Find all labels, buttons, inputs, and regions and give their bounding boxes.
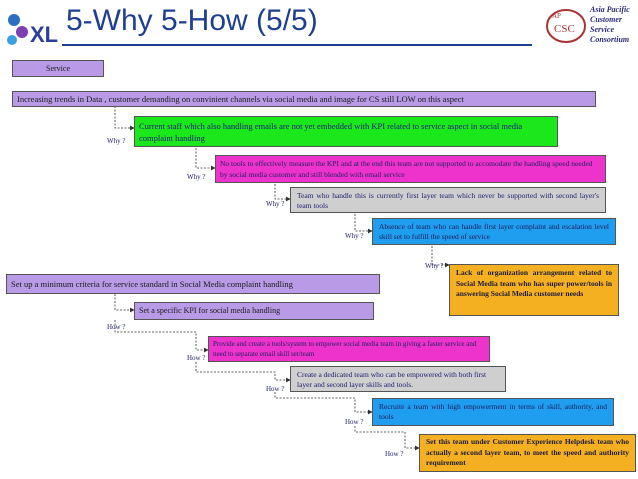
how-answer-first: Set a specific KPI for social media hand… xyxy=(134,302,374,320)
how-connector-1 xyxy=(114,294,135,313)
how-connector-4 xyxy=(274,392,373,415)
why-answer-2: No tools to effectively measure the KPI … xyxy=(215,155,606,183)
why-question-3: Why ? xyxy=(266,200,285,208)
how-connector-5 xyxy=(354,426,420,451)
how-question-2: How ? xyxy=(187,354,206,362)
how-question-5: How ? xyxy=(385,450,404,458)
why-question-5: Why ? xyxy=(425,262,444,270)
service-label: Service xyxy=(12,60,104,77)
logo-line-3: Service xyxy=(590,25,614,34)
problem-statement: Increasing trends in Data , customer dem… xyxy=(12,91,596,107)
title-divider xyxy=(62,44,532,46)
how-connector-2 xyxy=(114,320,209,353)
why-answer-3: Team who handle this is currently first … xyxy=(290,187,606,213)
how-answer-4: Recruite a team with high empowerment in… xyxy=(372,398,614,426)
how-answer-3: Create a dedicated team who can be empow… xyxy=(290,366,506,392)
why-answer-4: Absence of team who can handle first lay… xyxy=(372,218,616,245)
xl-logo: XL xyxy=(4,6,62,50)
why-answer-5: Lack of organization arrangement related… xyxy=(449,264,619,316)
why-answer-1: Current staff which also handling emails… xyxy=(134,116,558,147)
why-connector-4 xyxy=(354,214,373,234)
why-question-2: Why ? xyxy=(187,173,206,181)
how-question-4: How ? xyxy=(345,418,364,426)
how-question-first: How ? xyxy=(107,323,126,331)
svg-text:XL: XL xyxy=(30,22,58,47)
how-question-3: How ? xyxy=(266,385,285,393)
apcsc-logo: AP CSC Asia Pacific Customer Service Con… xyxy=(540,2,636,48)
logo-main-text: CSC xyxy=(554,23,575,35)
page-title: 5-Why 5-How (5/5) xyxy=(66,4,318,37)
logo-line-4: Consortium xyxy=(590,35,629,44)
why-connector-1 xyxy=(114,106,135,131)
how-answer-2: Provide and create a tools/system to emp… xyxy=(208,336,490,362)
why-question-1: Why ? xyxy=(107,137,126,145)
how-answer-5: Set this team under Customer Experience … xyxy=(419,434,636,472)
objective-statement: Set up a minimum criteria for service st… xyxy=(6,274,380,294)
why-connector-2 xyxy=(195,148,216,171)
how-connector-3 xyxy=(195,362,291,383)
logo-line-2: Customer xyxy=(590,15,623,24)
why-question-4: Why ? xyxy=(345,232,364,240)
logo-small-text: AP xyxy=(552,12,561,20)
logo-line-1: Asia Pacific xyxy=(589,5,630,14)
why-connector-3 xyxy=(274,184,291,202)
